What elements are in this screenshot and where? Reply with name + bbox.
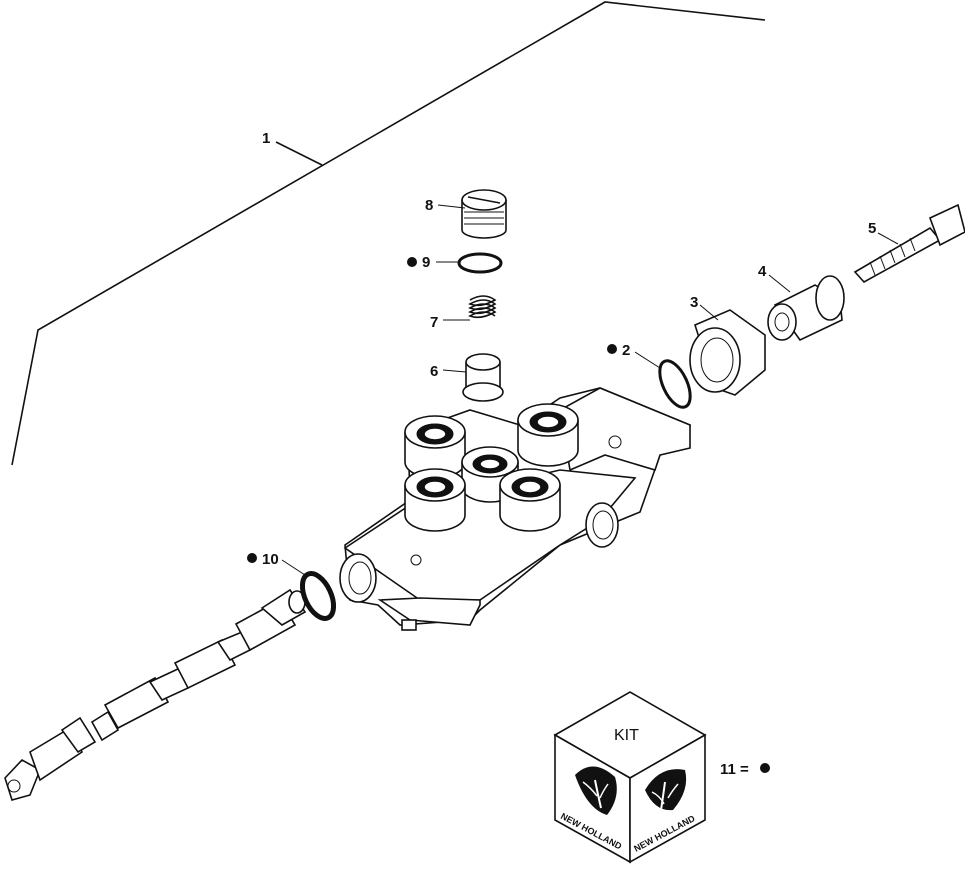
- callout-4: 4: [758, 263, 767, 280]
- callout-9: 9: [422, 254, 430, 271]
- callout-5: 5: [868, 220, 876, 237]
- assembly-bracket: [11, 1, 766, 466]
- kit-dot-11: [760, 763, 770, 773]
- o-ring-10: [299, 571, 337, 621]
- port-boss-b: [517, 403, 579, 467]
- callout-2: 2: [622, 342, 630, 359]
- leader-lines: [281, 204, 899, 576]
- valve-body: [339, 387, 691, 631]
- callout-1: 1: [262, 130, 270, 147]
- callout-10: 10: [262, 551, 279, 568]
- callout-3: 3: [690, 294, 698, 311]
- kit-dot-9: [407, 257, 417, 267]
- callout-11: 11 =: [720, 761, 749, 778]
- port-boss-a: [404, 415, 466, 479]
- kit-label: KIT: [614, 727, 639, 744]
- o-ring-9: [457, 252, 503, 274]
- port-boss-e: [499, 468, 561, 532]
- kit-box: KIT NEW HOLLAND NEW HOLLAND: [553, 691, 707, 864]
- plug-8: [461, 189, 507, 239]
- spring-7: [468, 295, 497, 319]
- leaf-logo-right-icon: [645, 769, 687, 811]
- port-boss-d: [404, 468, 466, 532]
- spool: [4, 588, 307, 801]
- end-cap-3: [689, 309, 766, 396]
- plunger-6: [462, 353, 504, 402]
- callout-7: 7: [430, 314, 438, 331]
- kit-dot-10: [247, 553, 257, 563]
- sleeve-4: [767, 275, 845, 342]
- bolt-5: [853, 203, 965, 284]
- kit-markers: [247, 257, 770, 773]
- callout-8: 8: [425, 197, 433, 214]
- callout-6: 6: [430, 363, 438, 380]
- leaf-logo-left-icon: [575, 766, 617, 815]
- kit-dot-2: [607, 344, 617, 354]
- o-ring-2: [658, 359, 692, 409]
